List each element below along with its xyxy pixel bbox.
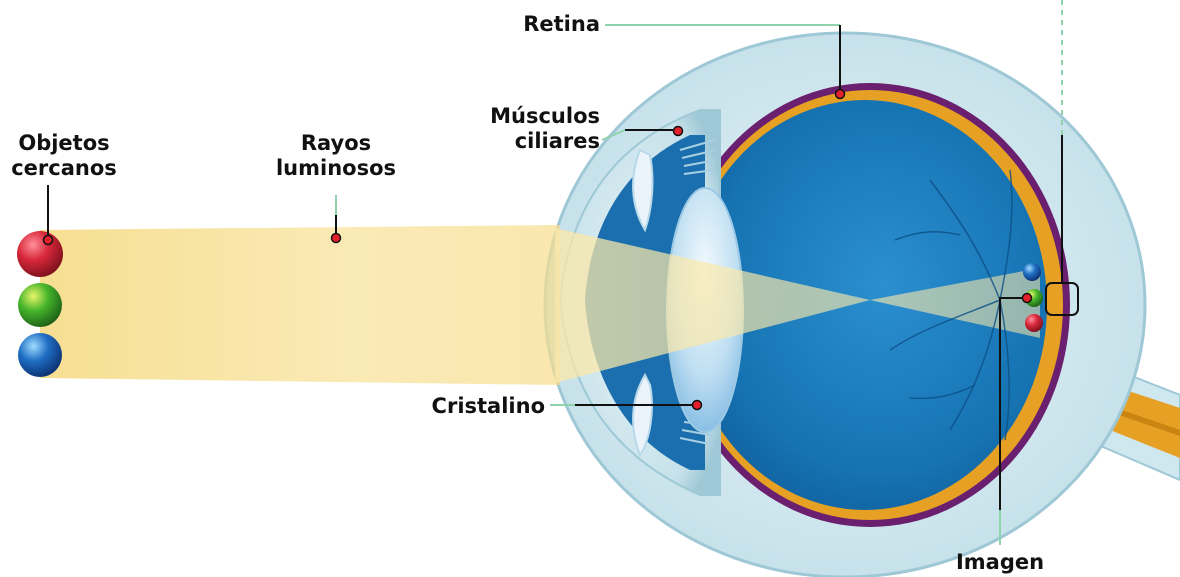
- dot-objetos: [44, 236, 53, 245]
- label-objetos-line2: cercanos: [0, 156, 128, 181]
- dot-imagen: [1023, 294, 1032, 303]
- label-rayos-line2: luminosos: [265, 156, 407, 181]
- label-musculos-line2: ciliares: [460, 129, 600, 154]
- light-rays: [40, 225, 560, 385]
- image-blue-sphere: [1023, 263, 1041, 281]
- dot-rayos: [332, 234, 341, 243]
- label-rayos-luminosos: Rayos luminosos: [265, 131, 407, 181]
- label-cristalino: Cristalino: [410, 394, 545, 419]
- label-musculos-ciliares: Músculos ciliares: [460, 104, 600, 154]
- label-rayos-line1: Rayos: [265, 131, 407, 156]
- dot-retina: [836, 90, 845, 99]
- label-objetos-line1: Objetos: [0, 131, 128, 156]
- image-red-sphere: [1025, 314, 1043, 332]
- dot-musculos: [674, 127, 683, 136]
- label-objetos-cercanos: Objetos cercanos: [0, 131, 128, 181]
- object-blue-sphere: [18, 333, 62, 377]
- object-red-sphere: [17, 231, 63, 277]
- dot-cristalino: [693, 401, 702, 410]
- label-imagen: Imagen: [945, 550, 1055, 575]
- label-musculos-line1: Músculos: [460, 104, 600, 129]
- label-retina: Retina: [500, 12, 600, 37]
- object-green-sphere: [18, 283, 62, 327]
